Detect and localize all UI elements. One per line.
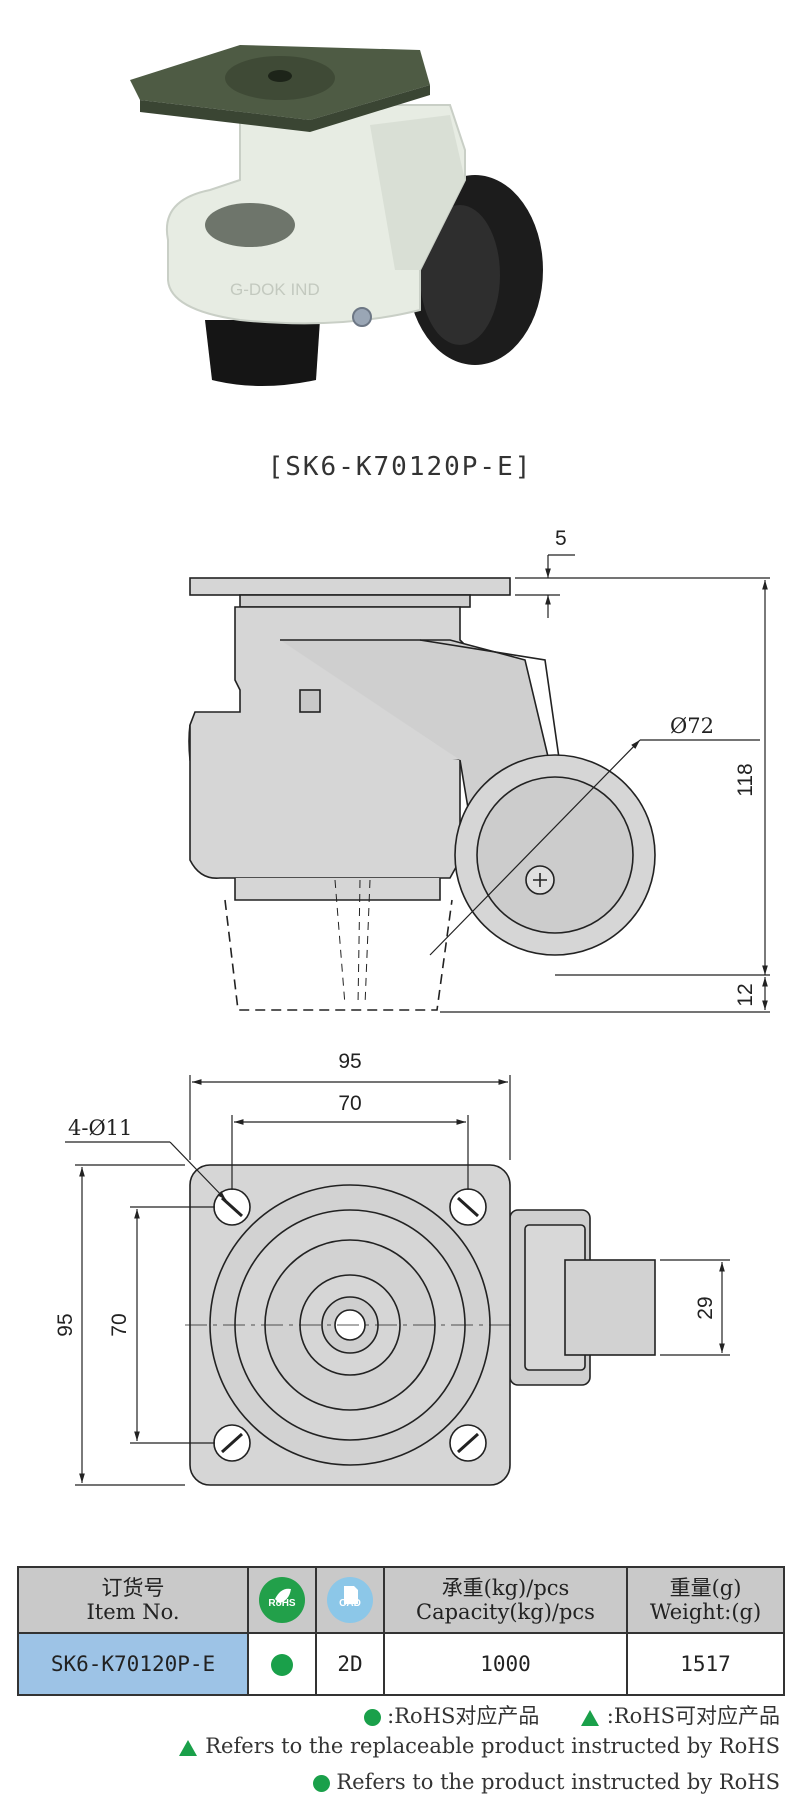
- cell-weight: 1517: [626, 1632, 785, 1696]
- legend-dot-icon-2: [313, 1775, 331, 1792]
- technical-drawing: 5 Ø72 118 12: [54, 527, 770, 1486]
- foot-image: [205, 320, 320, 386]
- dim-hole-pitch-x: 70: [338, 1092, 361, 1115]
- header-capacity: 承重(kg)/pcs Capacity(kg)/pcs: [383, 1566, 628, 1634]
- legend-triangle-icon-2: [179, 1739, 198, 1756]
- dim-plate-width: 95: [338, 1050, 361, 1073]
- cell-rohs: [247, 1632, 317, 1696]
- side-view: [188, 577, 656, 1011]
- dim-wheel-diameter: Ø72: [670, 714, 714, 738]
- rohs-leaf-icon: RoHS: [259, 1577, 305, 1623]
- cell-item-no: SK6-K70120P-E: [17, 1632, 249, 1696]
- dim-hole-pitch-y: 70: [108, 1313, 131, 1336]
- legend-dot-icon: [364, 1709, 382, 1726]
- table-row: SK6-K70120P-E 2D 1000 1517: [17, 1632, 785, 1696]
- rohs-dot-icon: [271, 1654, 293, 1676]
- header-rohs: RoHS: [247, 1566, 317, 1634]
- dim-hole-spec: 4-Ø11: [68, 1116, 132, 1140]
- legend-triangle-icon: [580, 1709, 599, 1726]
- rohs-badge-label: RoHS: [268, 1598, 296, 1609]
- header-capacity-cn: 承重(kg)/pcs: [441, 1576, 570, 1600]
- embossed-brand: G-DOK IND: [230, 280, 320, 299]
- cell-capacity: 1000: [383, 1632, 628, 1696]
- legend-instructed-text: Refers to the product instructed by RoHS: [336, 1770, 780, 1794]
- legend-line-1: :RoHS对应产品 :RoHS可对应产品: [364, 1700, 780, 1730]
- legend-replaceable-text: Refers to the replaceable product instru…: [205, 1734, 780, 1758]
- cad-document-icon: CAD: [327, 1577, 373, 1623]
- legend-line-2: Refers to the replaceable product instru…: [179, 1734, 780, 1758]
- dim-foot-height: 12: [734, 983, 757, 1006]
- dim-wheel-width: 29: [694, 1296, 717, 1319]
- dim-plate-thickness: 5: [555, 527, 567, 550]
- cell-cad: 2D: [315, 1632, 385, 1696]
- header-item-no: 订货号 Item No.: [17, 1566, 249, 1634]
- legend-tri-text: :RoHS可对应产品: [606, 1704, 780, 1728]
- header-item-en: Item No.: [86, 1600, 180, 1624]
- product-photo: G-DOK IND: [130, 45, 543, 386]
- dim-height: 118: [734, 763, 757, 796]
- dim-plate-height: 95: [54, 1313, 77, 1336]
- header-weight: 重量(g) Weight:(g): [626, 1566, 785, 1634]
- cad-badge-label: CAD: [339, 1598, 361, 1609]
- header-capacity-en: Capacity(kg)/pcs: [416, 1600, 595, 1624]
- header-weight-cn: 重量(g): [669, 1576, 742, 1600]
- spec-table: 订货号 Item No. RoHS CAD 承重(kg)/pcs Capacit…: [17, 1566, 785, 1696]
- header-weight-en: Weight:(g): [649, 1600, 762, 1624]
- top-view: [185, 1164, 656, 1486]
- model-caption: [SK6-K70120P-E]: [267, 452, 533, 482]
- table-header-row: 订货号 Item No. RoHS CAD 承重(kg)/pcs Capacit…: [17, 1566, 785, 1634]
- legend-dot-text: :RoHS对应产品: [387, 1704, 540, 1728]
- header-item-cn: 订货号: [101, 1576, 165, 1600]
- legend-line-3: Refers to the product instructed by RoHS: [313, 1770, 780, 1794]
- header-cad: CAD: [315, 1566, 385, 1634]
